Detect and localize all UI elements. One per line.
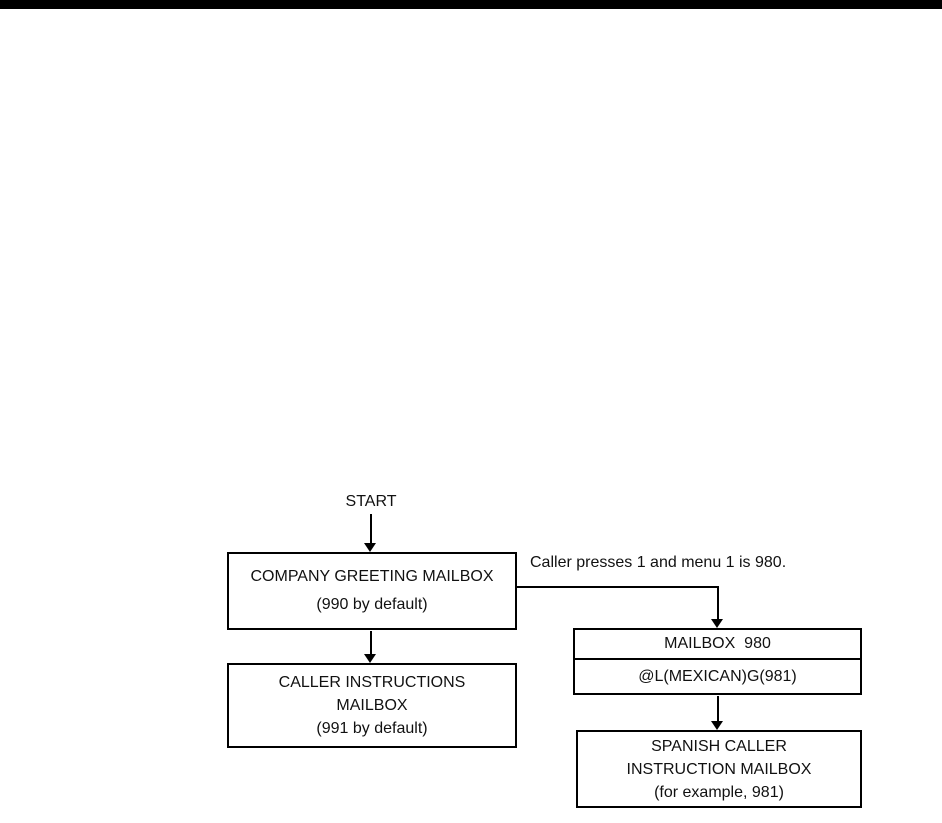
spanish-caller-line1: SPANISH CALLER <box>651 737 787 755</box>
branch-arrowhead-icon <box>711 619 723 628</box>
caller-instructions-mailbox-box: CALLER INSTRUCTIONS MAILBOX (991 by defa… <box>227 663 517 748</box>
mailbox-980-title: MAILBOX 980 <box>664 635 771 652</box>
caller-instructions-line1: CALLER INSTRUCTIONS <box>278 674 466 691</box>
start-label: START <box>345 493 397 510</box>
company-greeting-line2: (990 by default) <box>316 596 428 613</box>
mailbox-to-spanish-arrowhead-icon <box>711 721 723 730</box>
mailbox-980-box: MAILBOX 980 @L(MEXICAN)G(981) <box>573 628 862 695</box>
spanish-caller-instruction-mailbox-box: SPANISH CALLER INSTRUCTION MAILBOX (for … <box>576 730 862 808</box>
company-greeting-mailbox-box: COMPANY GREETING MAILBOX (990 by default… <box>227 552 517 630</box>
mailbox-to-spanish-line <box>717 696 719 721</box>
start-arrowhead-icon <box>364 543 376 552</box>
mailbox-980-command: @L(MEXICAN)G(981) <box>575 658 860 693</box>
spanish-caller-line2: INSTRUCTION MAILBOX <box>626 760 812 778</box>
company-to-caller-line <box>370 631 372 654</box>
branch-horizontal-line <box>516 586 719 588</box>
branch-condition-label: Caller presses 1 and menu 1 is 980. <box>530 554 787 571</box>
caller-instructions-line3: (991 by default) <box>316 720 428 737</box>
top-black-bar <box>0 0 942 9</box>
start-arrow-line <box>370 514 372 544</box>
caller-instructions-line2: MAILBOX <box>336 697 408 714</box>
branch-vertical-line <box>717 586 719 619</box>
company-greeting-line1: COMPANY GREETING MAILBOX <box>250 568 494 585</box>
spanish-caller-line3: (for example, 981) <box>654 783 784 801</box>
company-to-caller-arrowhead-icon <box>364 654 376 663</box>
